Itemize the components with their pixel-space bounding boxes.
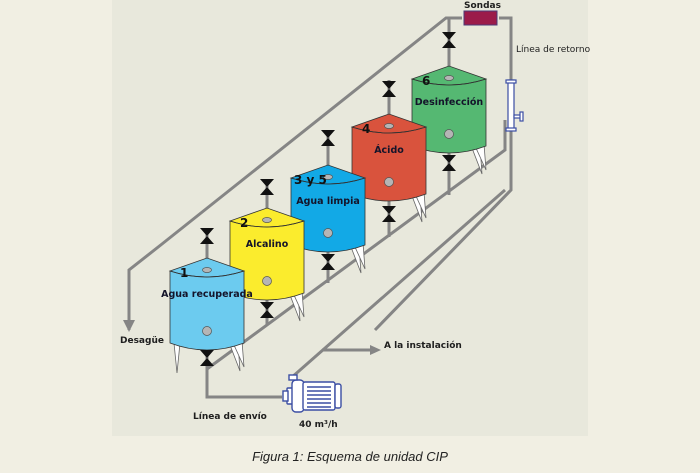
to-installation-label: A la instalación (384, 340, 462, 351)
drain-label: Desagüe (120, 336, 164, 346)
tank-level-port (262, 276, 272, 286)
valve-icon (442, 155, 456, 171)
pump-icon (282, 374, 342, 413)
valve-icon (442, 32, 456, 48)
tank-number: 1 (180, 266, 188, 280)
supply-line-label: Línea de envío (193, 412, 267, 422)
tank-top-port (384, 123, 394, 129)
tank-body (169, 270, 245, 351)
installation-arrow (370, 345, 381, 355)
valve-icon (200, 228, 214, 244)
supply-manifold-pipe (206, 120, 507, 371)
valve-icon (260, 179, 274, 195)
valve-icon (321, 254, 335, 270)
tank-label: Desinfección (415, 97, 484, 108)
tank-top-port (444, 75, 454, 81)
tank-level-port (202, 326, 212, 336)
tank-legs (173, 340, 245, 374)
valve-icon (382, 81, 396, 97)
tank-level-port (384, 177, 394, 187)
tank-number: 4 (362, 122, 370, 136)
tank-top-port (202, 267, 212, 273)
valves-group (200, 32, 456, 366)
tank-level-port (323, 228, 333, 238)
valve-icon (382, 206, 396, 222)
tank-number: 2 (240, 216, 248, 230)
tank-number: 6 (422, 74, 430, 88)
valve-icon (260, 302, 274, 318)
valve-icon (321, 130, 335, 146)
sensors-label: Sondas (464, 1, 501, 11)
tank-top-port (323, 174, 333, 180)
tank-label: Agua limpia (296, 196, 360, 207)
sensor-box (463, 10, 498, 26)
drain-arrow (123, 320, 135, 332)
sight-glass-icon (505, 79, 524, 132)
outlet-manifold-pipe (290, 188, 506, 380)
return-line-label: Línea de retorno (516, 45, 591, 55)
pump-flow-label: 40 m³/h (299, 420, 338, 430)
tank-number: 3 y 5 (294, 173, 327, 187)
figure-caption: Figura 1: Esquema de unidad CIP (252, 449, 448, 464)
return-manifold-pipe (127, 16, 462, 330)
tank-label: Agua recuperada (161, 289, 253, 300)
tank-label: Ácido (374, 144, 404, 156)
tank-level-port (444, 129, 454, 139)
tank-top-port (262, 217, 272, 223)
tank-label: Alcalino (246, 239, 289, 250)
valve-icon (200, 350, 214, 366)
